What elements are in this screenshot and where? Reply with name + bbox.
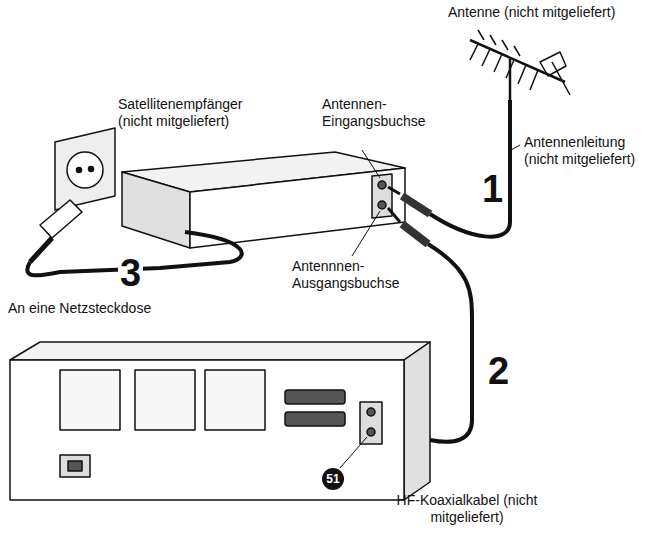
part-name: Antennnen- Ausgangsbuchse [292, 258, 410, 292]
video-recorder [10, 342, 430, 500]
part-name: Antenne (nicht mitgeliefert) [448, 4, 658, 21]
wall-socket [30, 128, 115, 262]
step-number: 1 [480, 170, 505, 208]
step-number: 2 [486, 352, 511, 390]
part-name: HF-Koaxialkabel (nicht mitgeliefert) [382, 492, 552, 526]
coax-cable [428, 244, 472, 442]
step-number: 3 [118, 254, 143, 292]
part-name: Antennen- Eingangsbuchse [322, 96, 434, 130]
part-name: An eine Netzsteckdose [8, 300, 208, 317]
satellite-receiver [122, 152, 405, 248]
part-name: Antennenleitung (nicht mitgeliefert) [524, 134, 636, 168]
antenna [470, 30, 570, 100]
leader-line [352, 211, 380, 256]
antenna-cable [430, 100, 510, 237]
plug [402, 196, 430, 214]
leader-line [362, 150, 380, 178]
plug [402, 224, 428, 244]
leader-line [340, 437, 367, 468]
part-name: Satellitenempfänger (nicht mitgeliefert) [118, 96, 278, 130]
leader-line [511, 145, 520, 150]
callout-number: 51 [322, 468, 344, 490]
